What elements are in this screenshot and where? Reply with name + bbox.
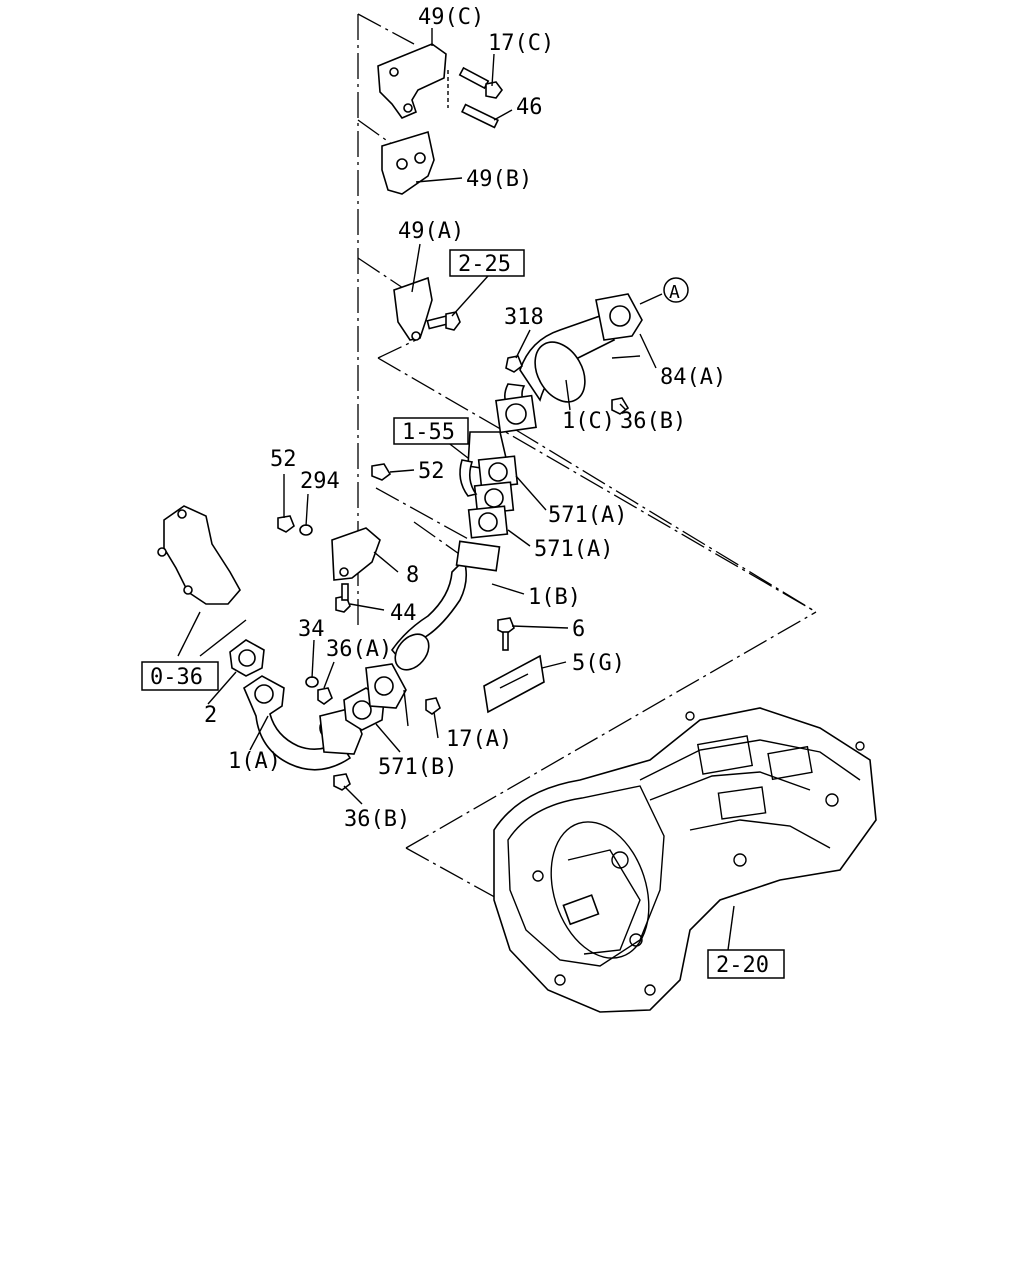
stud-46 — [460, 103, 500, 129]
label-36b-bottom: 36(B) — [344, 807, 410, 832]
label-52-left: 52 — [270, 447, 297, 472]
ref-box-2-20: 2-20 — [707, 949, 785, 979]
label-46: 46 — [516, 95, 543, 120]
label-17a: 17(A) — [446, 727, 512, 752]
part-labels: 49(C) 17(C) 46 49(B) 49(A) 318 84(A) 1(C… — [204, 5, 726, 832]
manifold-0-36 — [157, 505, 241, 605]
label-34: 34 — [298, 617, 325, 642]
label-1a: 1(A) — [228, 749, 281, 774]
converter-1c — [495, 293, 643, 434]
label-36a: 36(A) — [326, 637, 392, 662]
callout-a: A — [663, 277, 689, 303]
label-49c: 49(C) — [418, 5, 484, 30]
label-571a-2: 571(A) — [534, 537, 613, 562]
ref-2-25-text: 2-25 — [458, 252, 511, 277]
bolt-2-25 — [426, 311, 461, 331]
label-318: 318 — [504, 305, 544, 330]
nut-36a — [317, 687, 333, 705]
label-571b: 571(B) — [378, 755, 457, 780]
ref-1-55-text: 1-55 — [402, 420, 455, 445]
ref-0-36-text: 0-36 — [150, 665, 203, 690]
transmission-2-20 — [493, 707, 877, 1013]
label-84a: 84(A) — [660, 365, 726, 390]
label-5g: 5(G) — [572, 651, 625, 676]
label-294: 294 — [300, 469, 340, 494]
label-49b: 49(B) — [466, 167, 532, 192]
ref-2-20-text: 2-20 — [716, 953, 769, 978]
label-8: 8 — [406, 563, 419, 588]
ref-box-2-25: 2-25 — [449, 249, 525, 277]
gasket-2 — [229, 639, 265, 677]
washer-294 — [299, 524, 313, 536]
label-17c: 17(C) — [488, 31, 554, 56]
bracket-49a — [393, 276, 433, 341]
label-1c: 1(C) — [562, 409, 615, 434]
ref-box-1-55: 1-55 — [393, 417, 469, 445]
gaskets-571a — [459, 431, 519, 539]
bolt-17c — [458, 66, 503, 99]
reference-boxes: 2-25 1-55 0-36 2-20 — [141, 249, 785, 979]
washer-34 — [305, 676, 319, 688]
bracket-8 — [331, 527, 381, 581]
assembly-lines — [357, 13, 817, 901]
label-36b-top: 36(B) — [620, 409, 686, 434]
label-6: 6 — [572, 617, 585, 642]
callout-a-text: A — [669, 282, 680, 303]
gasket-571b — [343, 663, 407, 731]
bolt-6 — [497, 617, 515, 651]
plate-5g — [483, 654, 545, 714]
label-571a-1: 571(A) — [548, 503, 627, 528]
ref-box-0-36: 0-36 — [141, 661, 219, 691]
pipe-1b — [390, 540, 501, 671]
label-44: 44 — [390, 601, 417, 626]
bracket-49b — [381, 130, 435, 195]
label-52-mid: 52 — [418, 459, 445, 484]
label-2: 2 — [204, 703, 217, 728]
nut-52-left — [277, 515, 295, 533]
leader-lines — [177, 28, 735, 951]
bracket-49c — [377, 43, 447, 119]
nut-36b-bottom — [333, 773, 351, 791]
bolt-17a — [425, 697, 441, 715]
nut-52-mid — [371, 463, 392, 481]
label-49a: 49(A) — [398, 219, 464, 244]
nut-36b-top — [611, 397, 630, 415]
bolt-44 — [335, 583, 351, 613]
label-1b: 1(B) — [528, 585, 581, 610]
